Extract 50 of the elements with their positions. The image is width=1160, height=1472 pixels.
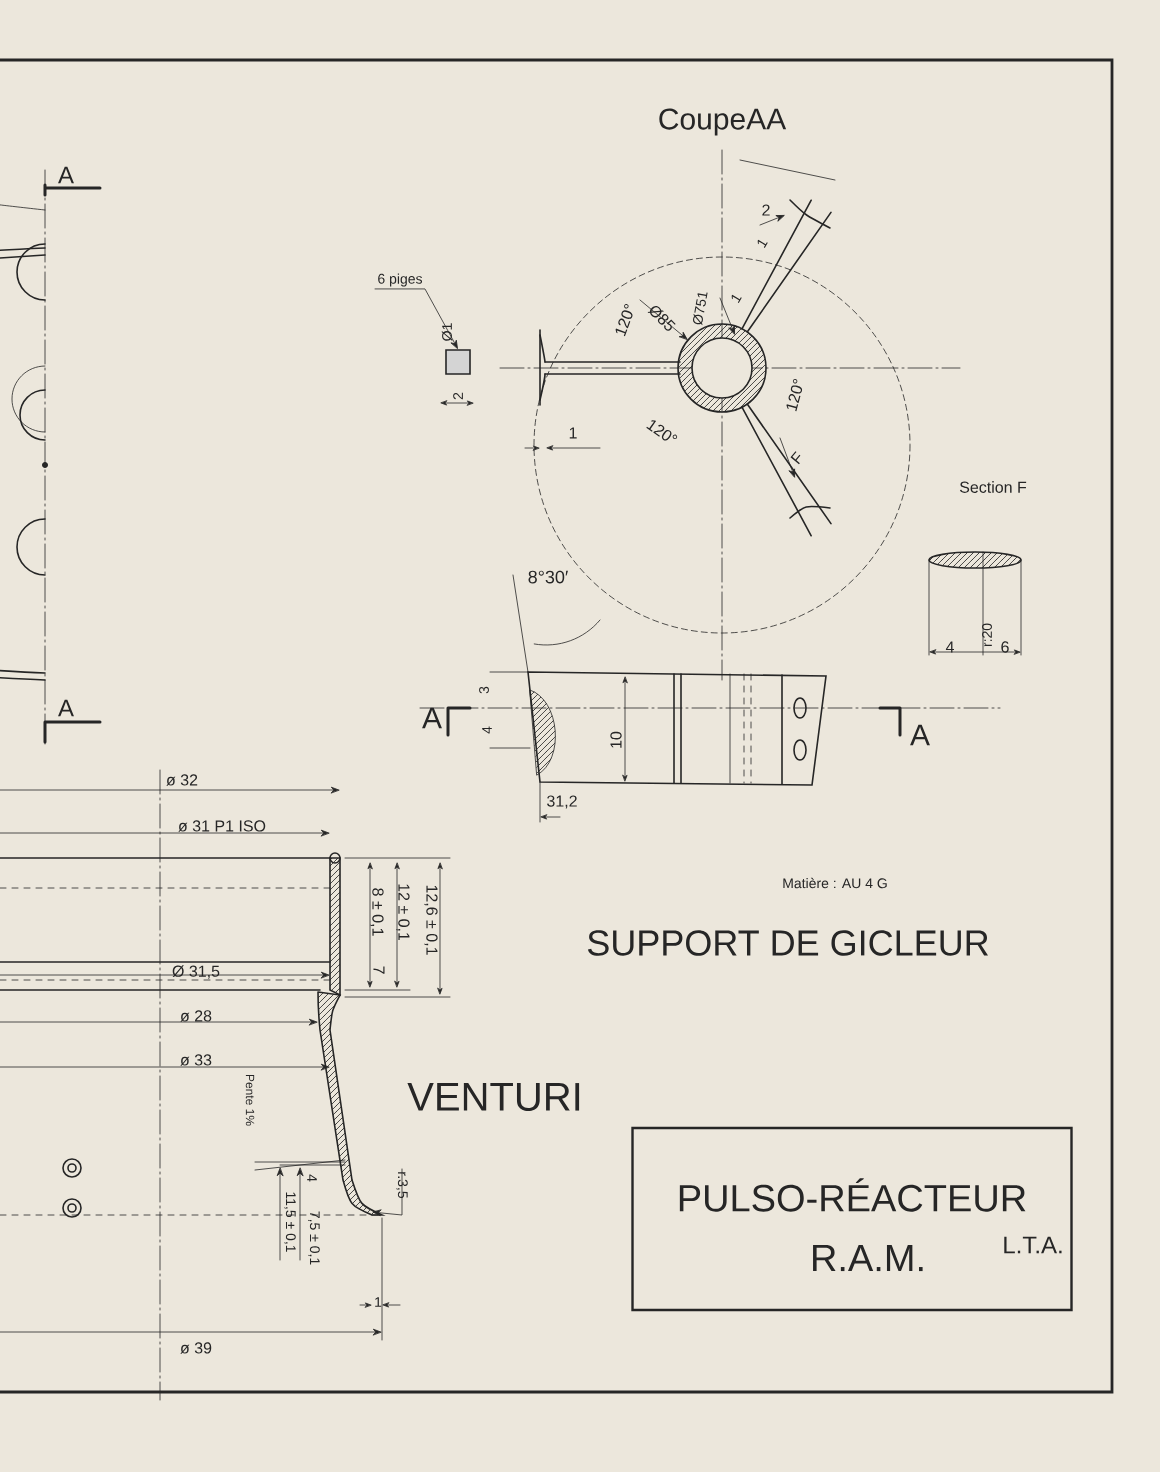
dimension-text: 10 [610,731,622,748]
view-title: Section F [959,481,1027,493]
dimension-text: r:20 [982,623,992,647]
dimension-text: 1 [731,294,742,303]
callout-text: r.3,5 [396,1172,408,1199]
signature-text: L.T.A. [1004,1236,1062,1254]
dimension-text: 4 [307,1174,317,1182]
leader-line [372,1168,403,1217]
dimension-text: ø 28 [180,1010,212,1022]
angle-text: 8°30′ [528,570,568,584]
section-letter: F [790,451,801,465]
dimension-text: 31,2 [547,795,577,809]
leader-line [374,288,458,349]
dimension-text: 7 [373,966,385,974]
callout-text: 6 piges [378,273,423,287]
section-letter: A [58,699,74,717]
dimension-text: Ø 31,5 [172,965,220,979]
dimension-text: ø 39 [180,1342,212,1354]
view-title: CoupeAA [659,108,787,136]
section-letter: A [422,707,442,729]
dimension-text: Ø751 [693,292,708,326]
section-letter: A [58,166,74,184]
dimension-text: 6 [1001,641,1009,653]
dimension-text: 12 ± 0,1 [396,884,410,941]
angle-text: 120° [615,304,633,337]
dimension-text: 1 [757,239,768,248]
pin-drawing [445,349,471,375]
dimension-text: ø 32 [166,774,198,786]
dimension-text: 2 [453,392,463,400]
angle-text: 120° [646,420,678,441]
dimension-text: 1 [375,1297,382,1307]
dimension-text: 12,6 ± 0,1 [424,885,438,955]
dimension-text: 4 [945,641,954,653]
dimension-text: 3 [479,686,489,694]
section-letter: A [910,724,930,746]
part-title: VENTURI [407,1083,580,1111]
dimension-text: 11,5 ± 0,1 [284,1192,296,1252]
dimension-text: 1 [569,427,577,439]
angle-text: 120° [786,379,803,412]
dimension-text: Ø85 [647,305,676,331]
dimension-text: 4 [482,726,492,734]
part-title: SUPPORT DE GICLEUR [587,930,988,956]
dimension-text: Pente 1% [245,1074,255,1126]
dimension-text: ø 33 [180,1054,212,1066]
dimension-text: ø 31 P1 ISO [178,820,266,832]
dimension-text: 8 ± 0,1 [370,888,384,936]
material-note: Matière : AU 4 G [783,877,887,889]
dimension-text: 2 [762,204,770,216]
dimension-text: 7,5 ± 0,1 [308,1211,320,1265]
dimension-text: Ø1 [441,323,453,341]
